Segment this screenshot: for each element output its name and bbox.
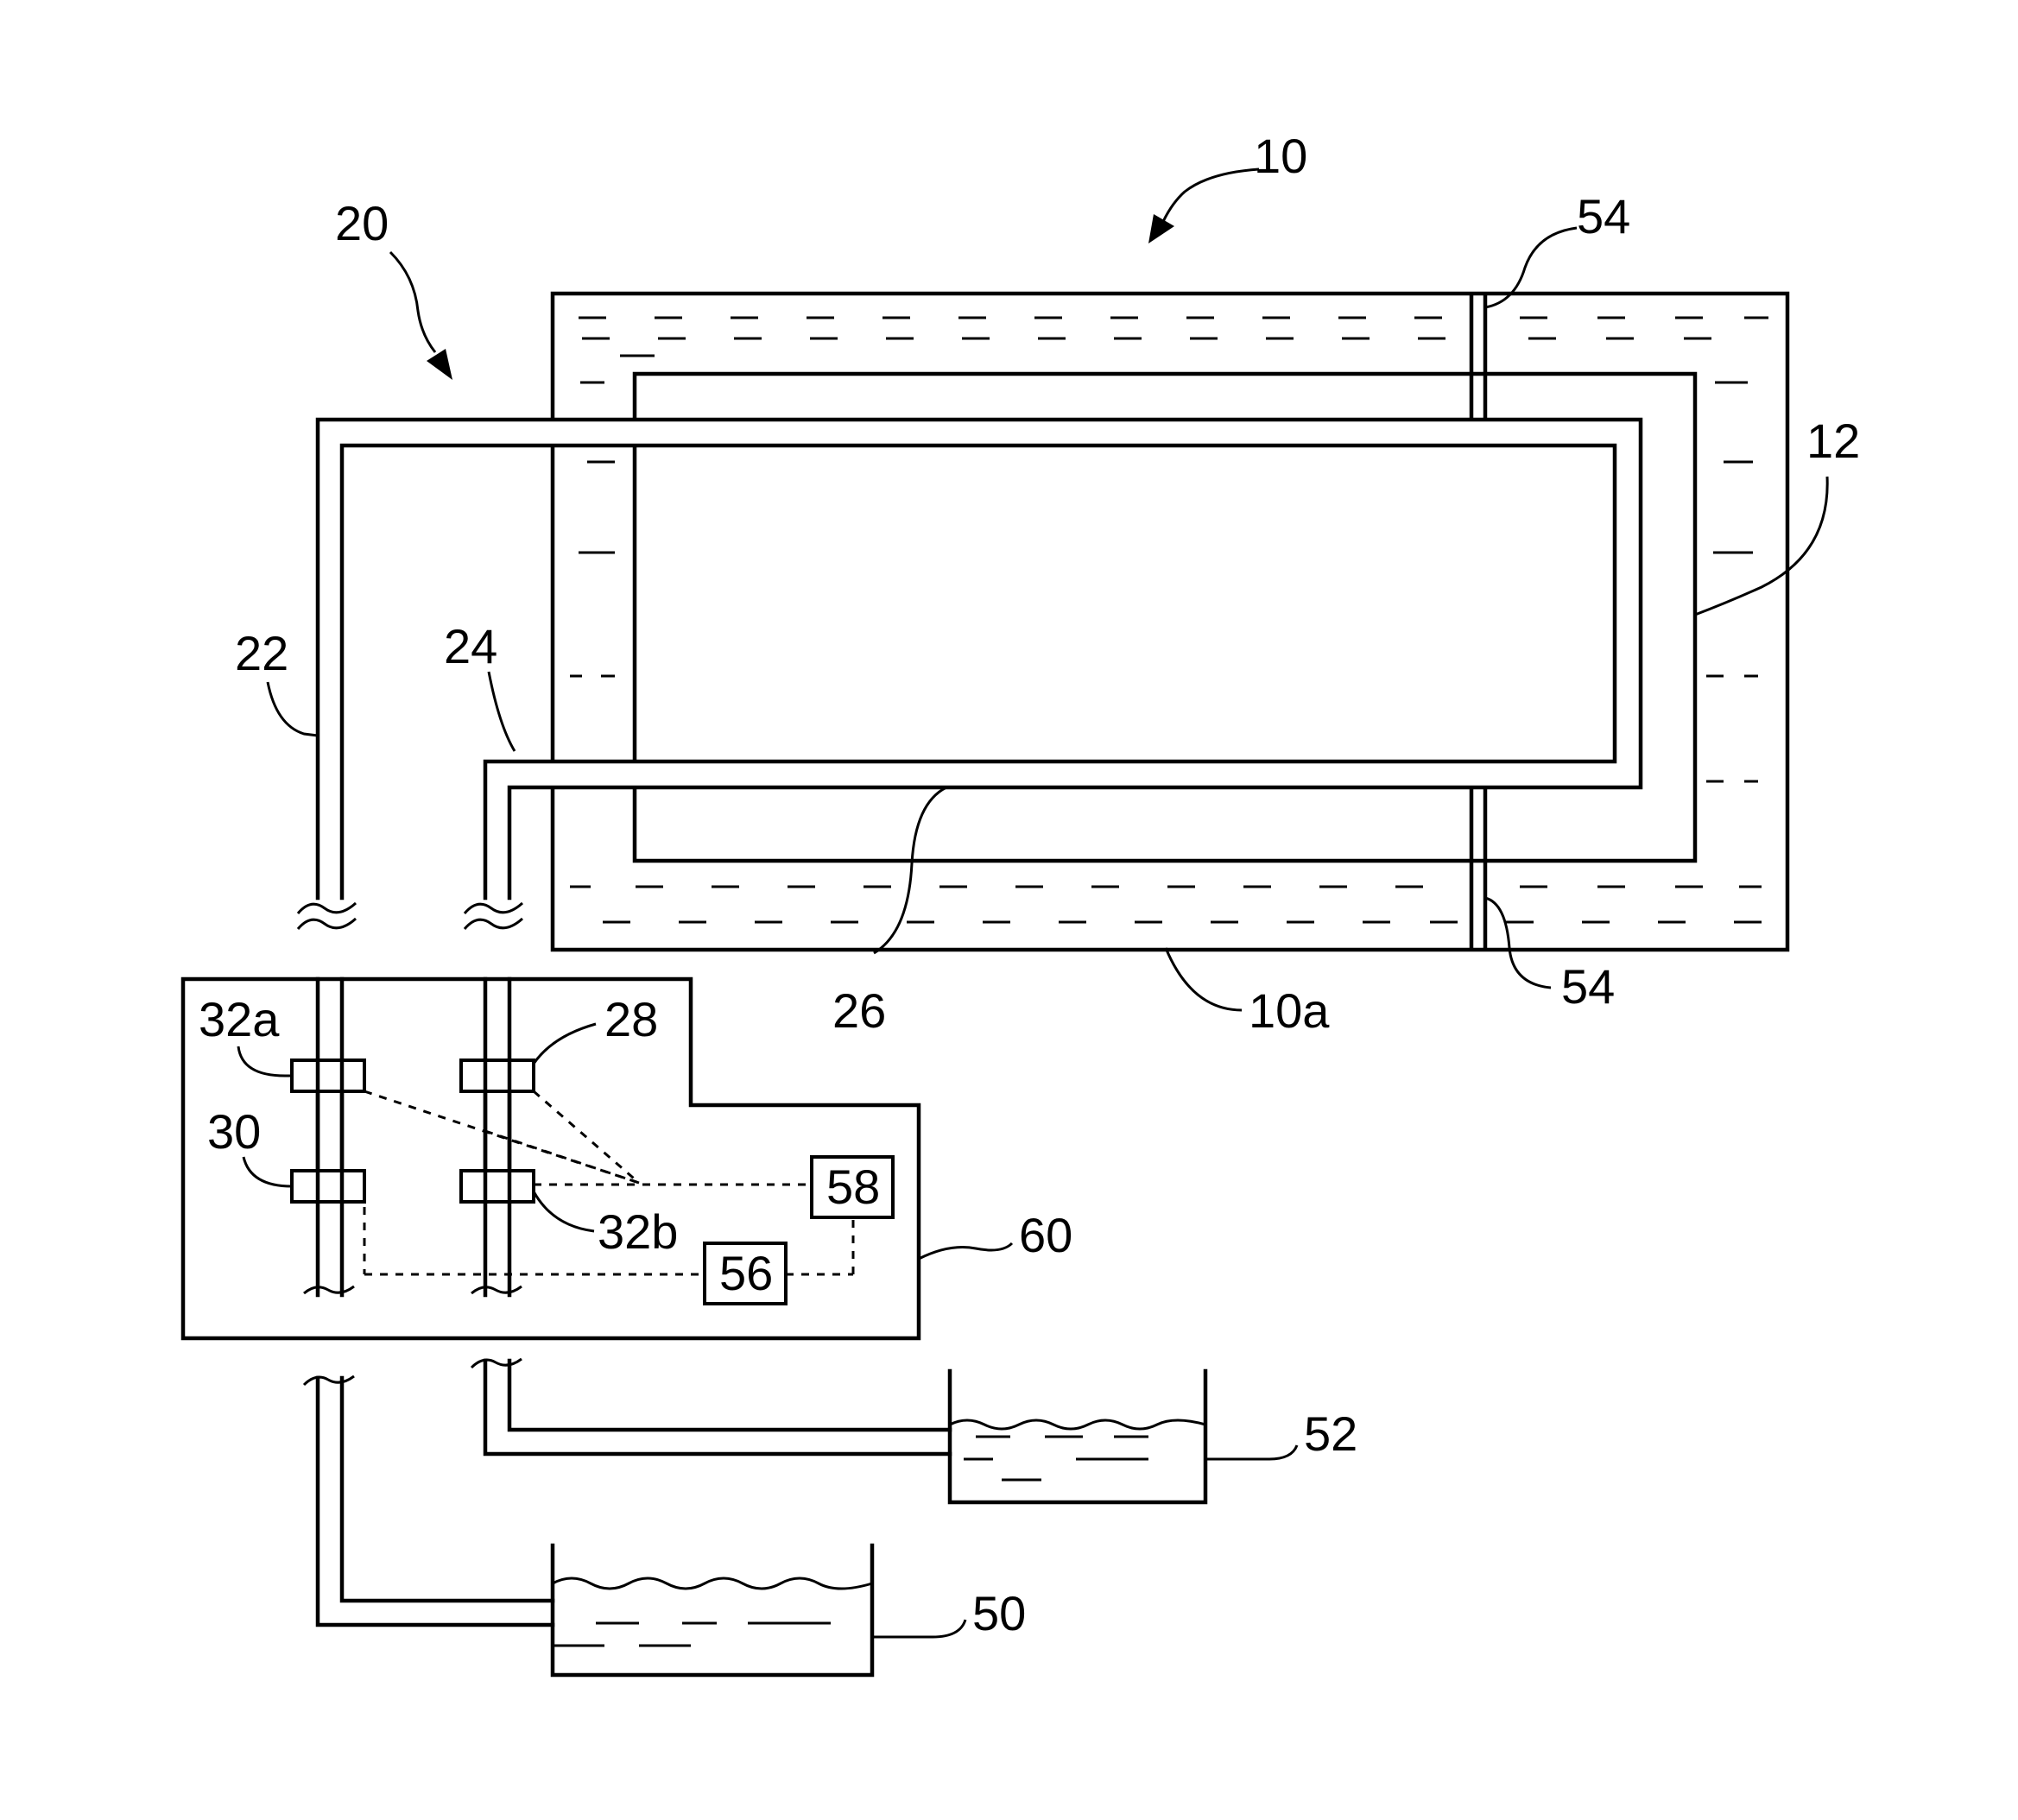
label-20: 20 [335, 196, 389, 250]
label-50: 50 [972, 1586, 1026, 1640]
valve-32a [292, 1060, 364, 1091]
coolant-tube-loop [318, 420, 1641, 915]
housing-tubes [304, 979, 522, 1295]
label-56: 56 [719, 1246, 773, 1300]
label-10a: 10a [1249, 983, 1330, 1038]
reservoir-52 [950, 1371, 1205, 1502]
label-60: 60 [1019, 1208, 1072, 1262]
reference-labels: 10 20 54 12 22 24 26 10a 54 28 32a 30 32… [199, 129, 1860, 1640]
leader-lines [238, 169, 1827, 1637]
label-26: 26 [832, 983, 886, 1038]
outer-tank-10 [553, 294, 1787, 950]
control-housing-60 [183, 979, 919, 1338]
support-rods-54 [1471, 295, 1485, 948]
label-52: 52 [1304, 1406, 1357, 1461]
valve-32b [461, 1171, 534, 1202]
label-32b: 32b [598, 1204, 678, 1259]
outer-tank-wall [553, 294, 1787, 950]
label-58: 58 [826, 1160, 880, 1214]
label-28: 28 [604, 992, 658, 1046]
label-54-top: 54 [1577, 189, 1630, 243]
label-22: 22 [235, 626, 288, 680]
label-32a: 32a [199, 992, 280, 1046]
label-30: 30 [207, 1104, 261, 1159]
valve-28 [461, 1060, 534, 1091]
label-24: 24 [444, 619, 497, 673]
valve-30 [292, 1171, 364, 1202]
label-10: 10 [1254, 129, 1307, 183]
bath-liquid-dashes [570, 318, 1768, 922]
valves [292, 1060, 534, 1202]
label-12: 12 [1806, 414, 1860, 468]
reservoir-50 [553, 1545, 872, 1675]
label-54-bottom: 54 [1561, 959, 1615, 1014]
